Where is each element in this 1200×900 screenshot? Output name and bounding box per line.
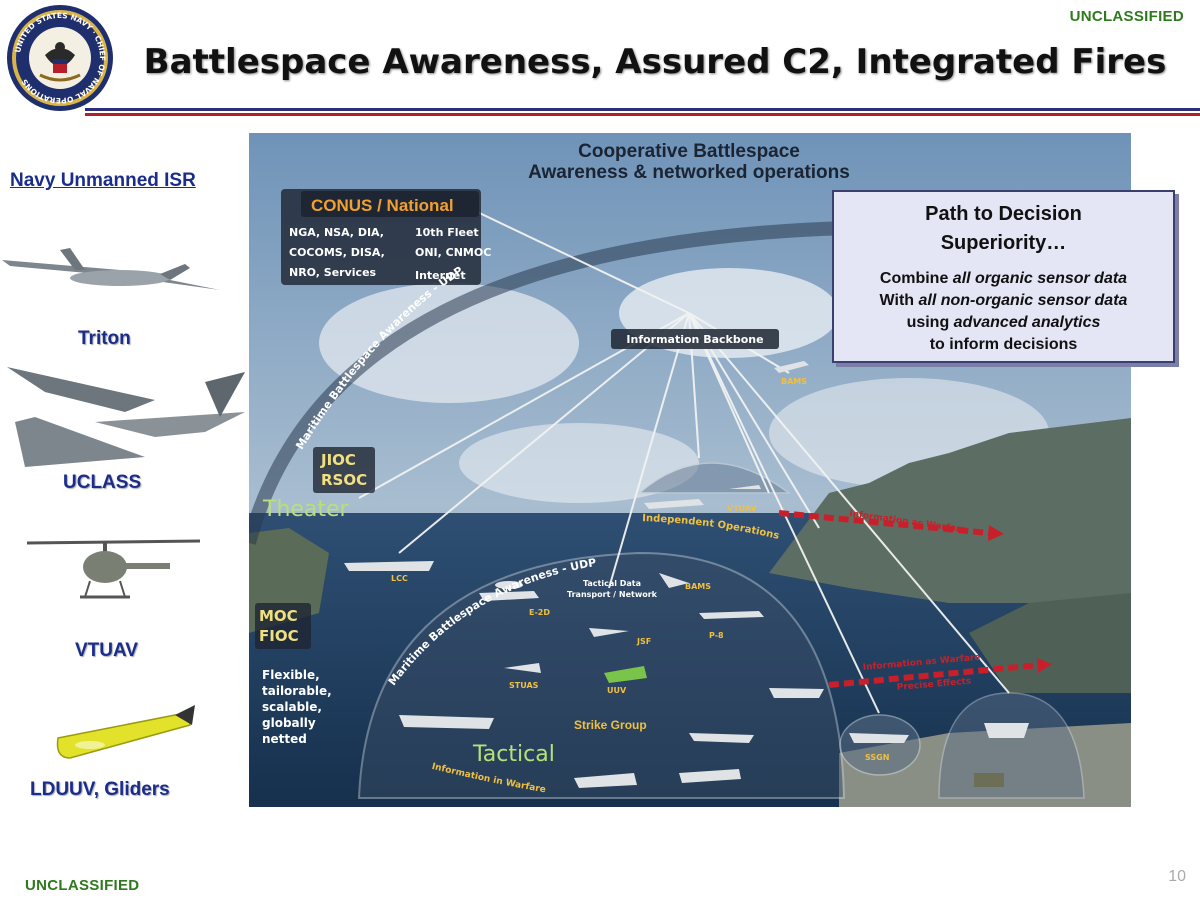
uuv-icon bbox=[604, 666, 647, 683]
path-box-line3: using advanced analytics bbox=[906, 314, 1101, 331]
e2d-aircraft-icon bbox=[479, 591, 539, 601]
flex-line5: netted bbox=[262, 732, 307, 746]
truck-icon bbox=[974, 773, 1004, 787]
coastline-mountains bbox=[769, 418, 1131, 603]
flex-line3: scalable, bbox=[262, 700, 322, 714]
landing-dome bbox=[938, 692, 1085, 799]
classification-top: UNCLASSIFIED bbox=[1069, 8, 1184, 25]
e2d-label: E-2D bbox=[529, 608, 550, 617]
moc-fioc-bg bbox=[255, 603, 311, 649]
bams-mid-icon bbox=[659, 573, 689, 588]
triton-drone-icon bbox=[2, 248, 220, 290]
info-backbone-label: Information Backbone bbox=[626, 333, 763, 346]
amphib-ship-icon bbox=[574, 773, 637, 788]
conus-col1-line3: NRO, Services bbox=[289, 266, 377, 279]
vtuav-label: VTUAV bbox=[727, 504, 758, 513]
independent-ops-dome bbox=[636, 462, 792, 494]
outer-dome-arc bbox=[249, 220, 1131, 545]
e2d-radome-icon bbox=[495, 581, 523, 589]
bams-aircraft-icon bbox=[774, 361, 809, 373]
diagram-title-line2: Awareness & networked operations bbox=[528, 162, 850, 183]
platform-icons bbox=[344, 361, 1029, 788]
conus-col1-line1: NGA, NSA, DIA, bbox=[289, 226, 384, 239]
title-rule-red bbox=[85, 113, 1200, 116]
amphib-ship-icon-2 bbox=[679, 769, 741, 783]
battlespace-diagram: Cooperative Battlespace Awareness & netw… bbox=[249, 133, 1131, 807]
uav-label-lduuv-gliders: LDUUV, Gliders bbox=[30, 779, 170, 800]
conus-col2-line1: 10th Fleet bbox=[415, 226, 479, 239]
lcc-ship-icon bbox=[344, 561, 434, 571]
conus-label-bg bbox=[301, 191, 479, 217]
diagram-title-line1: Cooperative Battlespace bbox=[578, 141, 800, 162]
uav-label-uclass: UCLASS bbox=[63, 472, 142, 493]
uuv-label: UUV bbox=[607, 686, 627, 695]
tactical-label: Tactical bbox=[472, 742, 555, 767]
bams-top-label: BAMS bbox=[781, 377, 807, 386]
flex-line1: Flexible, bbox=[262, 668, 320, 682]
tactical-data-line2: Transport / Network bbox=[567, 590, 658, 599]
uav-label-vtuav: VTUAV bbox=[75, 640, 138, 661]
page-number: 10 bbox=[1168, 868, 1186, 885]
ssgn-label: SSGN bbox=[865, 753, 889, 762]
path-box-title-line1: Path to Decision bbox=[925, 203, 1082, 225]
helicopter-icon bbox=[984, 723, 1029, 738]
path-to-decision-box: Path to Decision Superiority… Combine al… bbox=[832, 190, 1175, 363]
jioc-label: JIOC bbox=[320, 451, 356, 469]
p8-label: P-8 bbox=[709, 631, 724, 640]
page-title: Battlespace Awareness, Assured C2, Integ… bbox=[143, 42, 1167, 82]
flex-line2: tailorable, bbox=[262, 684, 332, 698]
battlespace-diagram-svg: Cooperative Battlespace Awareness & netw… bbox=[249, 133, 1131, 807]
conus-col2-line3: Internet bbox=[415, 269, 466, 282]
moc-label: MOC bbox=[259, 607, 298, 625]
rsoc-label: RSOC bbox=[321, 471, 367, 489]
conus-label: CONUS / National bbox=[311, 196, 454, 215]
strike-group-label: Strike Group bbox=[574, 718, 647, 732]
cloud bbox=[319, 283, 579, 403]
uclass-drone-icon bbox=[7, 367, 245, 467]
navy-seal-icon: UNITED STATES NAVY · CHIEF OF NAVAL OPER… bbox=[7, 5, 113, 111]
lcc-label: LCC bbox=[391, 574, 408, 583]
carrier-icon bbox=[399, 715, 494, 729]
path-box-body: Combine all organic sensor data With all… bbox=[834, 268, 1173, 356]
vtuav-aircraft-icon bbox=[729, 485, 761, 489]
lduuv-glider-icon bbox=[56, 705, 195, 759]
fioc-label: FIOC bbox=[259, 627, 299, 645]
tactical-data-line1: Tactical Data bbox=[583, 579, 641, 588]
stuas-label: STUAS bbox=[509, 681, 539, 690]
path-box-line4: to inform decisions bbox=[929, 336, 1078, 353]
flex-line4: globally bbox=[262, 716, 316, 730]
classification-bottom: UNCLASSIFIED bbox=[25, 877, 140, 894]
info-as-warfare-arrow-top bbox=[778, 510, 1004, 541]
ssgn-dome bbox=[839, 714, 921, 776]
info-backbone-bg bbox=[611, 329, 779, 349]
vtuav-helicopter-icon bbox=[26, 539, 201, 599]
jsf-aircraft-icon bbox=[589, 628, 629, 637]
path-box-line1: Combine all organic sensor data bbox=[879, 270, 1128, 287]
path-box-line2: With all non-organic sensor data bbox=[879, 292, 1128, 309]
jioc-rsoc-bg bbox=[313, 447, 375, 493]
title-rule-blue bbox=[85, 108, 1200, 111]
destroyer-icon bbox=[769, 688, 824, 698]
conus-col2-line2: ONI, CNMOC bbox=[415, 246, 491, 259]
submarine-icon bbox=[689, 733, 754, 743]
stuas-icon bbox=[504, 663, 541, 673]
ssgn-icon bbox=[849, 733, 909, 743]
bams-mid-label: BAMS bbox=[685, 582, 711, 591]
theater-label: Theater bbox=[262, 497, 350, 522]
path-box-title-line2: Superiority… bbox=[940, 232, 1067, 254]
conus-col1-line2: COCOMS, DISA, bbox=[289, 246, 385, 259]
ship-icon bbox=[644, 499, 704, 509]
left-panel-heading: Navy Unmanned ISR bbox=[10, 170, 196, 191]
info-as-warfare-arrow-bottom bbox=[828, 658, 1052, 688]
jsf-label: JSF bbox=[636, 637, 651, 646]
uav-label-triton: Triton bbox=[78, 328, 131, 349]
p8-aircraft-icon bbox=[699, 611, 764, 619]
